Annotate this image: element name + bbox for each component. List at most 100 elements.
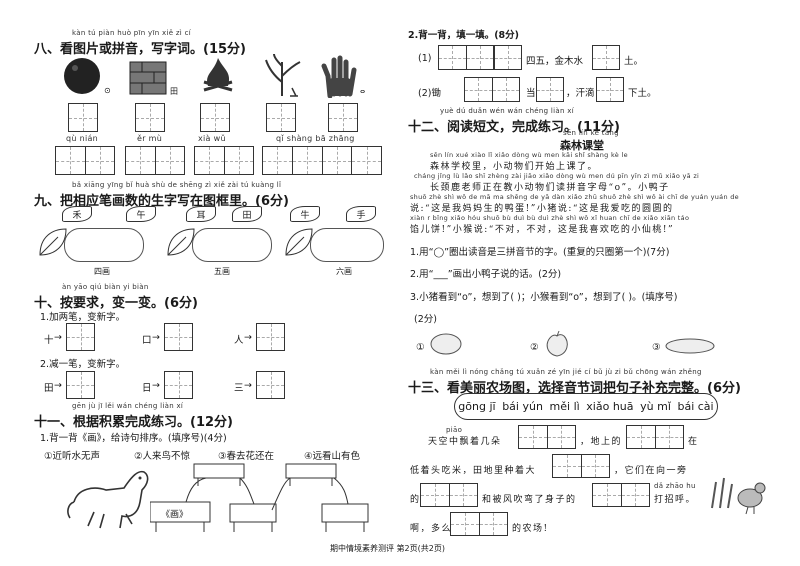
answer-box-brick[interactable] bbox=[135, 103, 165, 132]
s12-pinyin: yuè dú duǎn wén wán chéng liàn xí bbox=[440, 107, 574, 115]
arrow-5: → bbox=[152, 380, 160, 391]
s8-title: 八、看图片或拼音，写字词。(15分) bbox=[34, 42, 246, 57]
answer-area-four-strokes[interactable] bbox=[64, 228, 144, 262]
para3-a: 的 bbox=[410, 495, 421, 505]
word-yumi: yù mǐ bbox=[640, 400, 671, 413]
para1-a: 天空中飘着几朵 bbox=[428, 437, 502, 447]
poem-option-1: ①近听水无声 bbox=[44, 451, 101, 462]
answer-box-p4[interactable] bbox=[450, 512, 508, 536]
s11-q2: 2.背一背，填一填。(8分) bbox=[408, 30, 520, 41]
poem-book-label: 《画》 bbox=[161, 510, 189, 520]
brick-image bbox=[129, 61, 167, 95]
answer-box-p1-b[interactable] bbox=[626, 425, 684, 449]
s12-q3: 3.小猪看到“o”，想到了( )；小猴看到“o”，想到了( )。(填序号) bbox=[410, 292, 678, 303]
s10-title: 十、按要求，变一变。(6分) bbox=[34, 296, 198, 311]
answer-box-p3-b[interactable] bbox=[592, 483, 650, 507]
para3-c: 打招呼。 bbox=[654, 495, 697, 505]
s10-q1: 1.加两笔，变新字。 bbox=[40, 312, 126, 323]
char-san: 三 bbox=[234, 383, 244, 394]
fill-line2-mid2: ，汗滴 bbox=[566, 88, 595, 99]
char-ri: 日 bbox=[142, 383, 152, 394]
leaf-wu: 午 bbox=[126, 206, 156, 222]
answer-box-add-kou[interactable] bbox=[164, 323, 193, 351]
answer-box-line2-a[interactable] bbox=[464, 77, 520, 102]
leaf-icon-middle bbox=[167, 228, 195, 256]
para2-a: 低着头吃米，田地里种着大 bbox=[410, 466, 537, 476]
poem-option-3: ③春去花还在 bbox=[218, 451, 275, 462]
s12-q2: 2.用“___”画出小鸭子说的话。(2分) bbox=[410, 269, 562, 280]
s13-title: 十三、看美丽农场图，选择音节词把句子补充完整。(6分) bbox=[408, 381, 741, 396]
answer-box-qishangbazhang[interactable] bbox=[262, 146, 382, 175]
answer-box-sub-san[interactable] bbox=[256, 371, 285, 399]
answer-box-add-shi[interactable] bbox=[66, 323, 95, 351]
leaf-icon-left bbox=[39, 228, 67, 256]
horse-illustration bbox=[67, 470, 149, 529]
rice-plant-image bbox=[265, 53, 301, 97]
arrow-1: → bbox=[54, 332, 62, 343]
para2-b: ，它们在向一旁 bbox=[614, 466, 688, 476]
passage-title: 森林课堂 bbox=[560, 139, 604, 152]
s9-pinyin: bǎ xiāng yīng bǐ huà shù de shēng zì xiě… bbox=[72, 181, 282, 189]
char-tian: 田 bbox=[44, 383, 54, 394]
answer-box-p2[interactable] bbox=[552, 454, 610, 478]
pinyin-xiawu: xià wǔ bbox=[198, 134, 226, 143]
answer-box-ball[interactable] bbox=[68, 103, 98, 132]
poem-option-4: ④远看山有色 bbox=[304, 451, 361, 462]
char-kou: 口 bbox=[142, 335, 152, 346]
peach-image bbox=[546, 330, 568, 357]
s11-q1: 1.背一背《画》，给诗句排序。(填序号)(4分) bbox=[40, 433, 227, 444]
label-five-strokes: 五画 bbox=[214, 267, 230, 276]
answer-box-qunian[interactable] bbox=[55, 146, 115, 175]
passage-line1-pinyin: sēn lín xué xiào lǐ xiǎo dòng wù men kāi… bbox=[430, 151, 628, 159]
hand-image bbox=[321, 55, 357, 98]
passage-line1: 森林学校里，小动物们开始上课了。 bbox=[430, 162, 599, 172]
answer-box-line1-b[interactable] bbox=[494, 45, 522, 70]
pinyin-qishangbazhang: qǐ shàng bā zhāng bbox=[276, 134, 355, 143]
egg-image bbox=[430, 333, 462, 355]
field-label: 田 bbox=[170, 87, 178, 96]
answer-box-rice[interactable] bbox=[266, 103, 296, 132]
word-xiaohua: xiǎo huā bbox=[586, 400, 634, 413]
passage-line4-pinyin: xiàn r bǐng xiǎo hóu shuō bù duì bù duì … bbox=[410, 214, 690, 222]
passage-line4: 馅儿饼!”小猴说:“不对，不对，这是我喜欢吃的小仙桃!” bbox=[410, 225, 675, 235]
para3-b: 和被风吹弯了身子的 bbox=[482, 495, 577, 505]
answer-box-p3-a[interactable] bbox=[420, 483, 478, 507]
q3-option-1: ① bbox=[416, 342, 425, 353]
label-four-strokes: 四画 bbox=[94, 267, 110, 276]
answer-box-line2-c[interactable] bbox=[596, 77, 624, 102]
answer-box-sub-ri[interactable] bbox=[164, 371, 193, 399]
answer-box-sub-tian[interactable] bbox=[66, 371, 95, 399]
para1-c: 在 bbox=[688, 437, 699, 447]
word-baicai: bái cài bbox=[677, 400, 714, 413]
answer-box-add-ren[interactable] bbox=[256, 323, 285, 351]
answer-box-xiawu[interactable] bbox=[194, 146, 254, 175]
s8-pinyin: kàn tú piàn huò pīn yīn xiě zì cí bbox=[72, 29, 191, 37]
answer-box-hand[interactable] bbox=[328, 103, 358, 132]
black-ball-image bbox=[64, 58, 100, 94]
page-footer: 期中情境素养测评 第2页(共2页) bbox=[330, 544, 445, 553]
word-meili: měi lì bbox=[549, 400, 580, 413]
fire-image bbox=[203, 58, 233, 92]
word-gongji: gōng jī bbox=[458, 400, 496, 413]
arrow-6: → bbox=[244, 380, 252, 391]
answer-area-five-strokes[interactable] bbox=[192, 228, 272, 262]
answer-box-line1-c[interactable] bbox=[592, 45, 620, 70]
leaf-shou: 手 bbox=[346, 206, 376, 222]
arrow-4: → bbox=[54, 380, 62, 391]
para1-b: ，地上的 bbox=[580, 437, 623, 447]
leaf-tian: 田 bbox=[232, 206, 262, 222]
passage-line3: 说:“这是我妈妈生的鸭蛋!”小猪说:“这是我爱吃的圆圆的 bbox=[410, 204, 674, 214]
hand-label: ⴰ bbox=[360, 86, 366, 95]
answer-area-six-strokes[interactable] bbox=[310, 228, 384, 262]
poem-option-2: ②人来鸟不惊 bbox=[134, 451, 191, 462]
char-ren: 人 bbox=[234, 335, 244, 346]
answer-box-line2-b[interactable] bbox=[536, 77, 564, 102]
answer-box-ermu[interactable] bbox=[125, 146, 185, 175]
answer-box-p1-a[interactable] bbox=[518, 425, 576, 449]
dazhaohu-pinyin: dǎ zhāo hu bbox=[654, 482, 696, 490]
s12-q1: 1.用“◯”圈出读音是三拼音节的字。(重复的只圈第一个)(7分) bbox=[410, 247, 670, 258]
pinyin-qunian: qù nián bbox=[66, 134, 99, 143]
answer-box-line1-a[interactable] bbox=[438, 45, 494, 70]
leaf-he: 禾 bbox=[62, 206, 92, 222]
answer-box-fire[interactable] bbox=[200, 103, 230, 132]
